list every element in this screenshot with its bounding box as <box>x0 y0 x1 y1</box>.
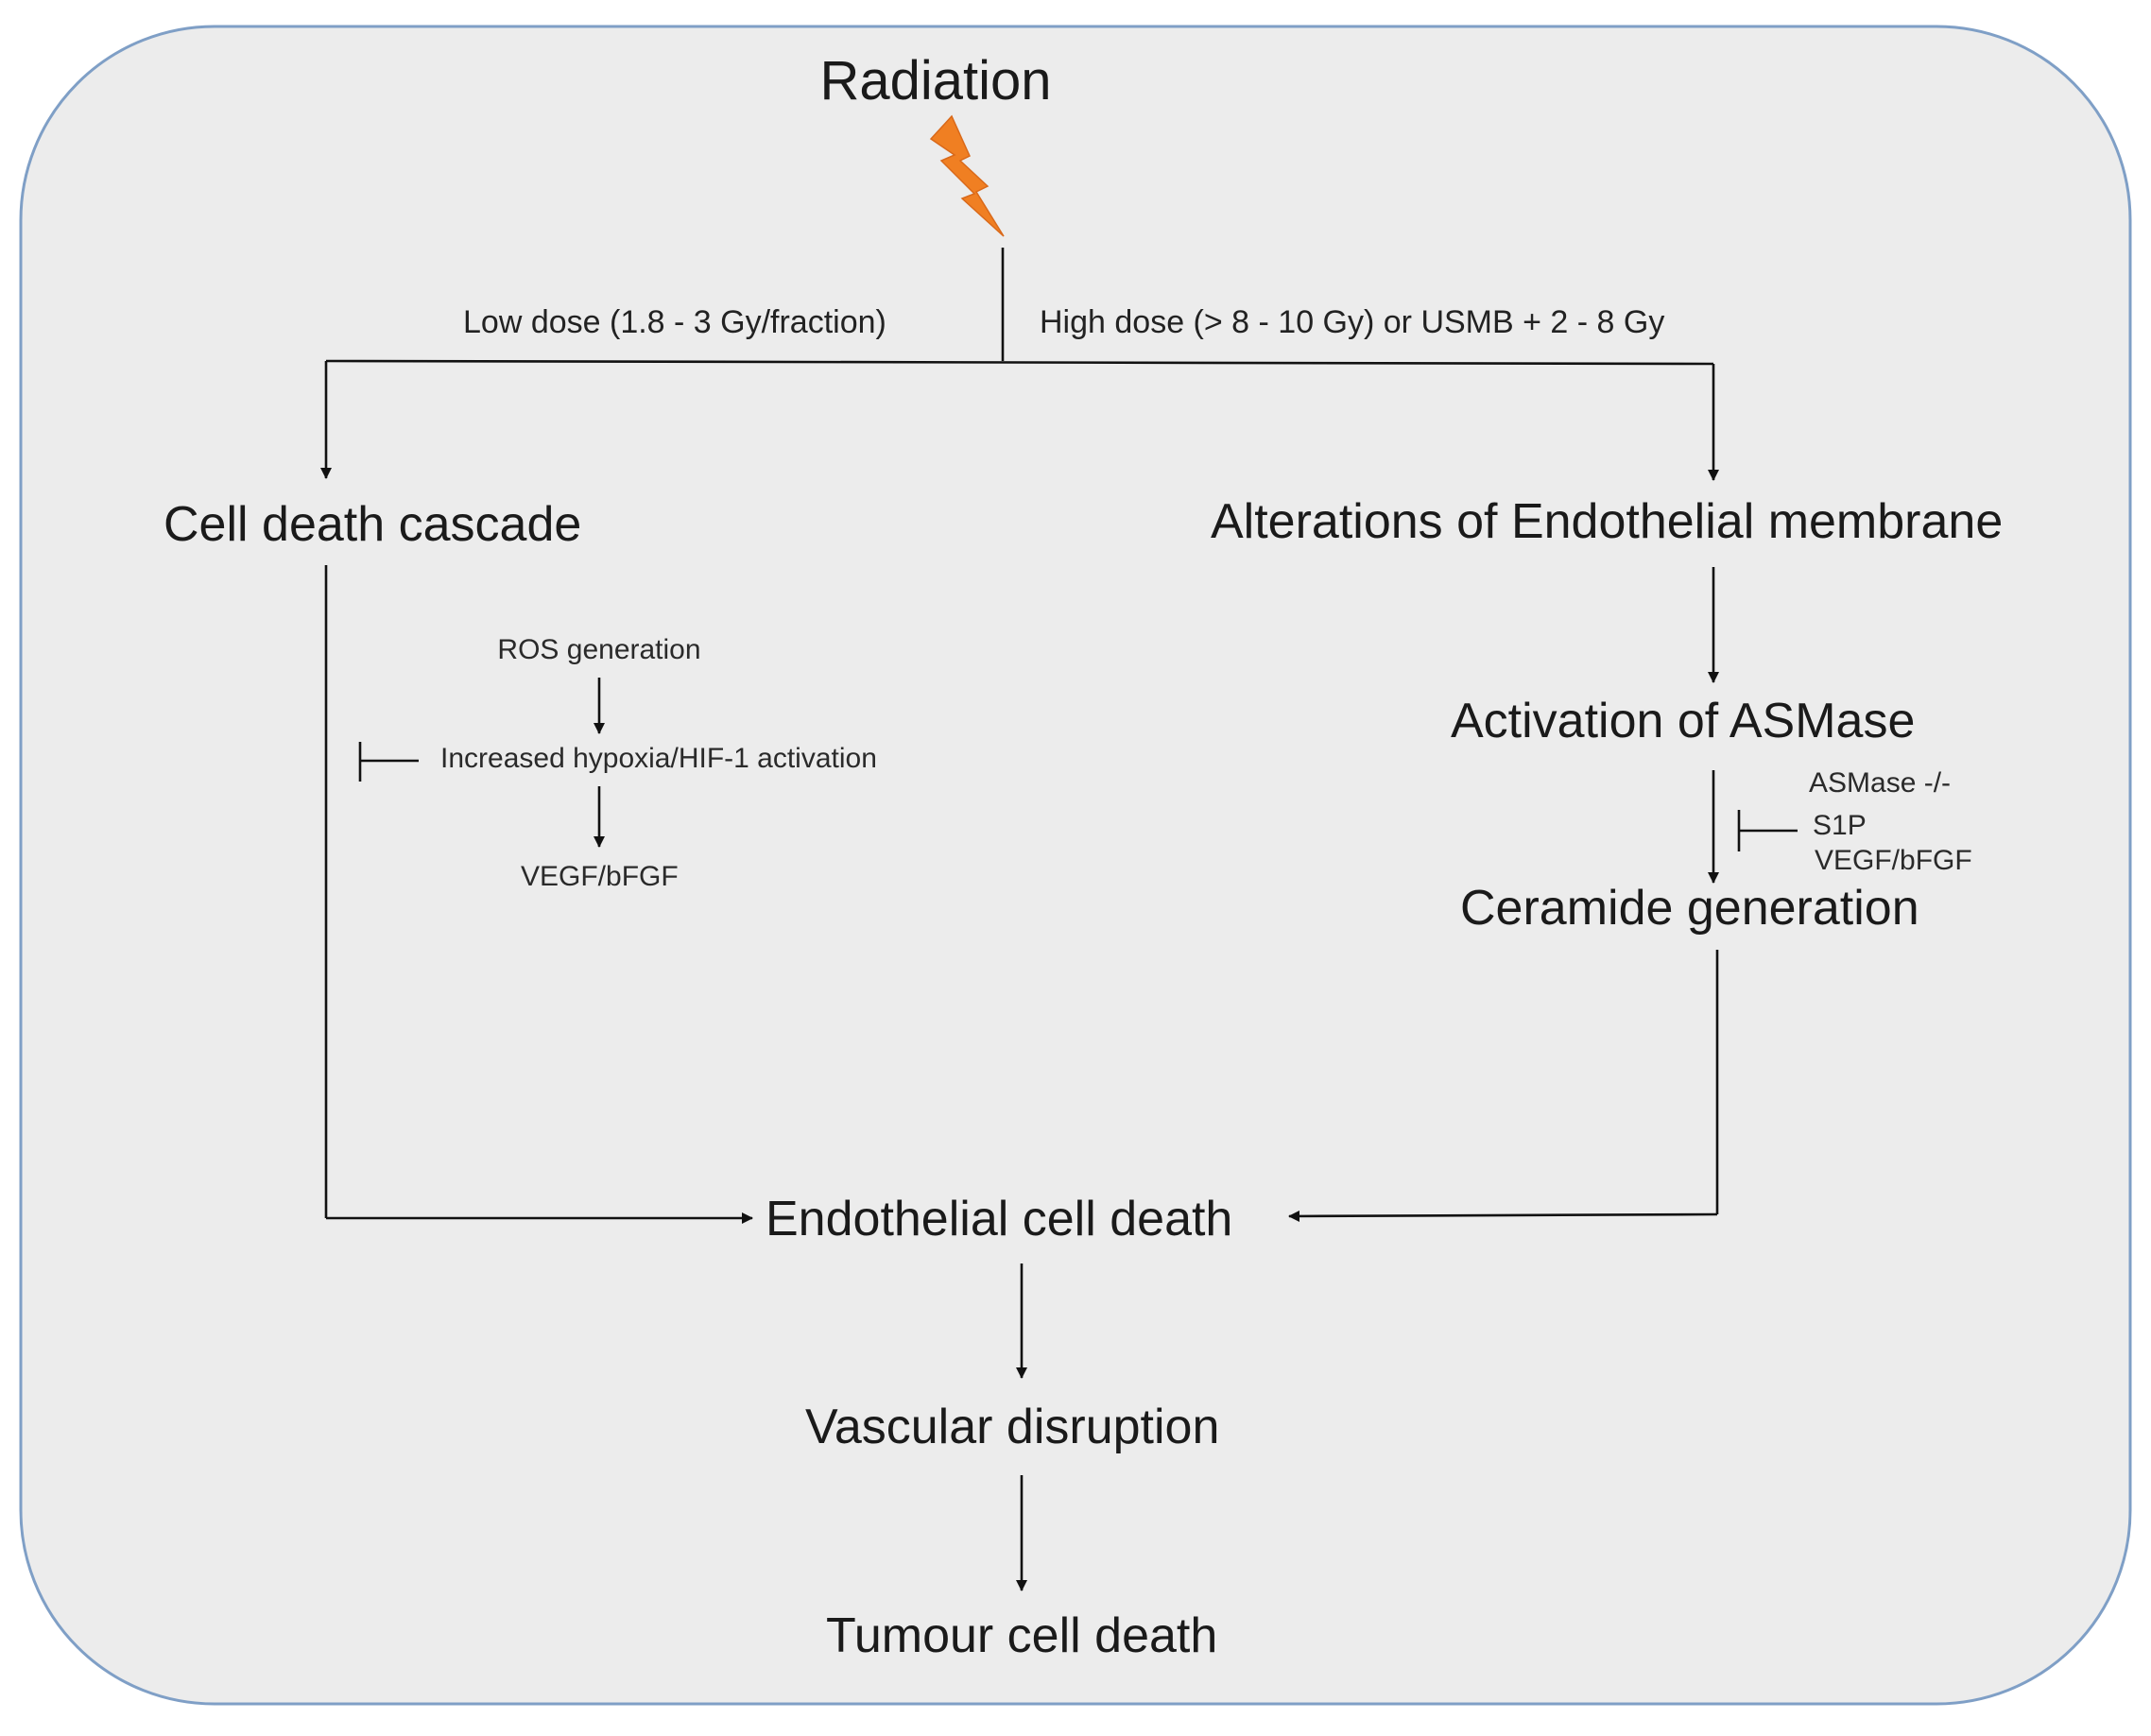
asmase-knockout-label: ASMase -/- <box>1809 767 1951 799</box>
ceramide-generation-node: Ceramide generation <box>1460 881 1919 936</box>
lightning-bolt-icon <box>929 114 1005 237</box>
low-dose-label: Low dose (1.8 - 3 Gy/fraction) <box>463 304 886 340</box>
vegf-bfgf-right-label: VEGF/bFGF <box>1815 845 1972 876</box>
radiation-label: Radiation <box>819 50 1051 112</box>
split-horizontal-line <box>325 359 1714 366</box>
asmase-activation-node: Activation of ASMase <box>1451 694 1915 748</box>
hypoxia-activation-label: Increased hypoxia/HIF-1 activation <box>440 743 877 774</box>
s1p-label: S1P <box>1813 810 1867 841</box>
arrow-right-to-endothelial-death <box>1288 1210 1718 1222</box>
ros-generation-label: ROS generation <box>497 634 700 665</box>
cell-death-cascade-node: Cell death cascade <box>163 497 581 552</box>
high-dose-label: High dose (> 8 - 10 Gy) or USMB + 2 - 8 … <box>1040 304 1664 340</box>
endothelial-cell-death-node: Endothelial cell death <box>766 1192 1232 1246</box>
background-panel <box>19 25 2132 1706</box>
tumour-cell-death-node: Tumour cell death <box>826 1608 1217 1663</box>
vascular-disruption-node: Vascular disruption <box>805 1400 1219 1454</box>
alterations-endothelial-membrane-node: Alterations of Endothelial membrane <box>1211 494 2003 549</box>
vegf-bfgf-left-label: VEGF/bFGF <box>521 861 679 892</box>
